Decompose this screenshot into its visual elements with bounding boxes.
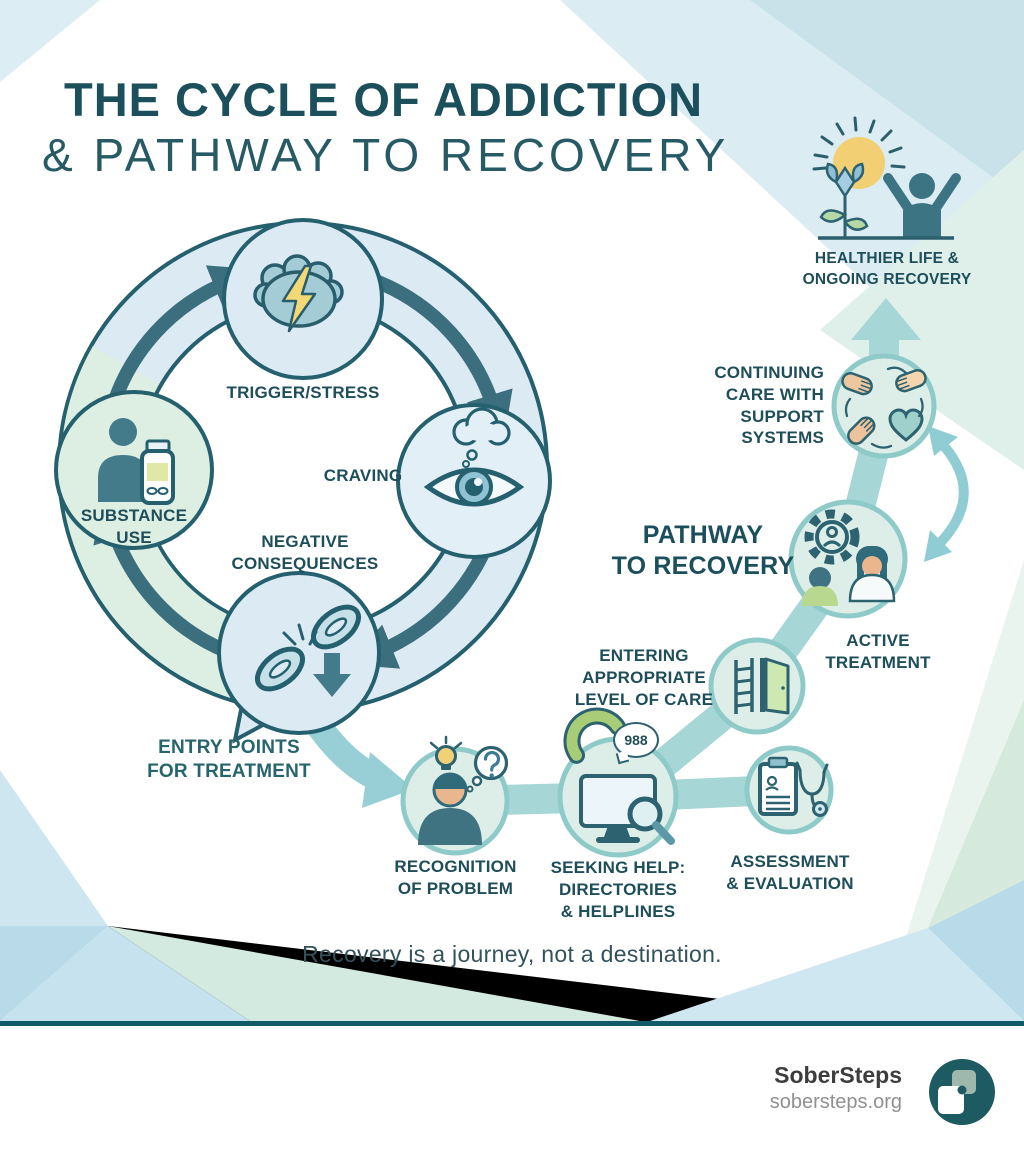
- cycle-stage-substance-use-label: SUBSTANCE USE: [80, 506, 188, 547]
- brand-name: SoberSteps: [774, 1062, 902, 1088]
- step-active-treatment-label: ACTIVE TREATMENT: [825, 631, 931, 672]
- cycle-stage-negative-consequences-label: NEGATIVE CONSEQUENCES: [231, 532, 379, 573]
- footer-divider: [0, 1021, 1024, 1026]
- clipboard-stethoscope-icon: [758, 756, 829, 817]
- step-assessment-label: ASSESSMENT & EVALUATION: [726, 852, 854, 893]
- eye-thought-icon: [423, 407, 525, 507]
- page-title-line1: THE CYCLE OF ADDICTION: [64, 73, 704, 126]
- footer-text: SoberSteps sobersteps.org: [690, 1062, 902, 1114]
- background-polygons: [0, 0, 1024, 1021]
- entry-points-label: ENTRY POINTS FOR TREATMENT: [147, 737, 311, 783]
- cycle-stage-trigger-label: TRIGGER/STRESS: [226, 383, 380, 402]
- counseling-gear-icon: [802, 509, 896, 606]
- sobersteps-logo-icon: [929, 1059, 995, 1125]
- brain-lightning-icon: [253, 254, 344, 333]
- person-bottle-icon: [98, 418, 175, 505]
- helpline-988-badge: 988: [613, 722, 659, 758]
- up-arrow: [851, 298, 921, 340]
- ladder-door-icon: [734, 657, 790, 715]
- broken-chain-icon: [255, 604, 361, 697]
- page-title-line2: & PATHWAY TO RECOVERY: [42, 129, 730, 181]
- step-recognition-label: RECOGNITION OF PROBLEM: [394, 857, 517, 898]
- goal-label: HEALTHIER LIFE & ONGOING RECOVERY: [802, 250, 972, 288]
- step-seeking-help-label: SEEKING HELP: DIRECTORIES & HELPLINES: [550, 858, 686, 921]
- cycle-stage-craving-label: CRAVING: [323, 466, 403, 485]
- quote-text: Recovery is a journey, not a destination…: [302, 941, 722, 967]
- phone-directory-icon: [563, 707, 675, 845]
- pathway-heading: PATHWAY TO RECOVERY: [611, 521, 795, 580]
- brand-url: sobersteps.org: [769, 1091, 902, 1113]
- step-continuing-care-label: CONTINUING CARE WITH SUPPORT SYSTEMS: [714, 363, 824, 448]
- hands-heart-icon: [841, 366, 927, 449]
- sun-plant-person-icon: [812, 116, 961, 240]
- person-idea-icon: [418, 735, 509, 845]
- step-entering-care-label: ENTERING APPROPRIATE LEVEL OF CARE: [574, 646, 714, 709]
- relapse-return-arrow: [924, 426, 969, 562]
